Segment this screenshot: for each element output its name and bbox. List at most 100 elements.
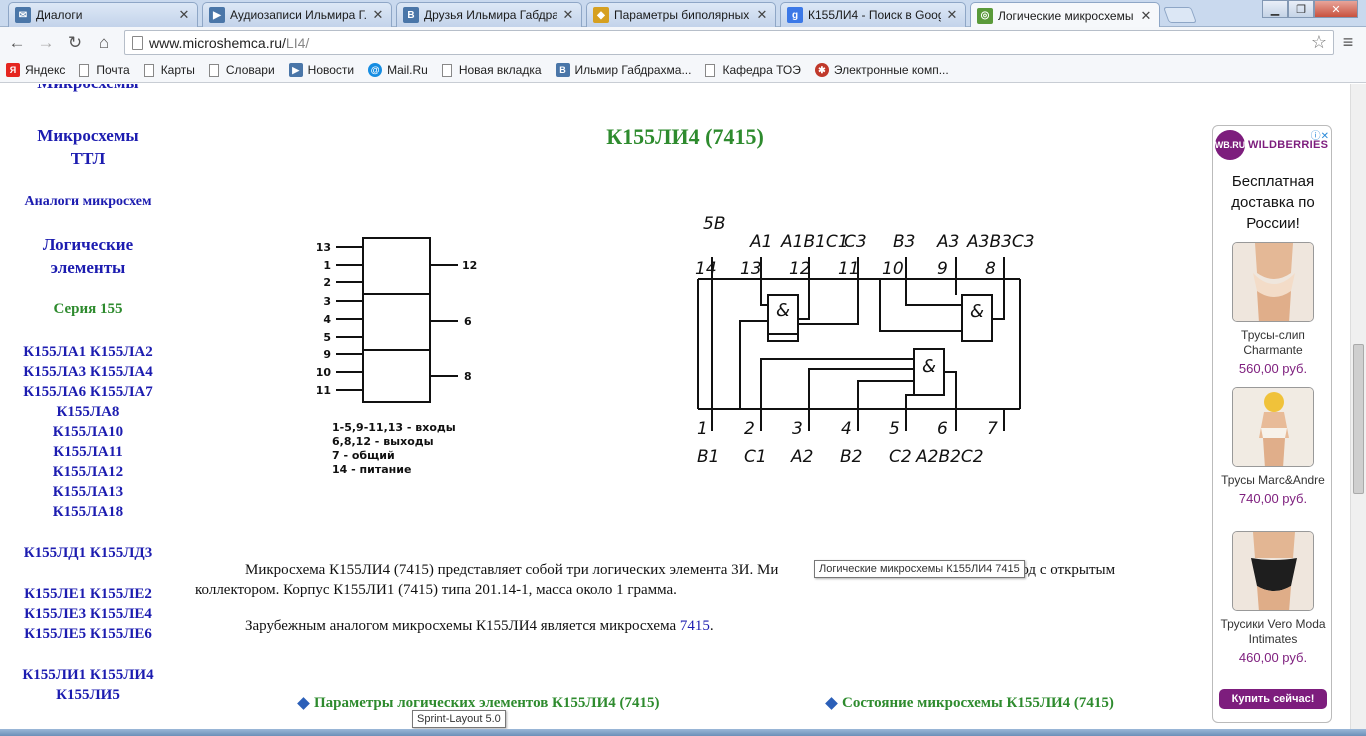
page-content: Микросхемы Микросхемы ТТЛ Аналоги микрос… [0,84,1350,736]
sidebar-link[interactable]: К155ЛЕ3 К155ЛЕ4 [24,606,152,622]
bookmark-mail[interactable]: Почта [79,63,130,77]
sidebar-heading-partial: Микросхемы [0,84,176,94]
vertical-scrollbar[interactable] [1350,84,1366,736]
google-icon: g [787,7,803,23]
params-link[interactable]: Параметры логических элементов К155ЛИ4 (… [297,695,660,712]
sidebar-link[interactable]: К155ЛА1 К155ЛА2 [23,344,153,360]
sidebar-link[interactable]: К155ЛА12 [52,464,124,480]
forward-button[interactable]: → [37,33,55,52]
legend-line: 14 - питание [332,463,411,476]
top-label: 5В [703,214,725,234]
tab-google[interactable]: g К155ЛИ4 - Поиск в Googl... ✕ [780,2,966,27]
sidebar-link[interactable]: К155ЛЕ5 К155ЛЕ6 [24,626,152,642]
new-tab-button[interactable] [1163,7,1197,23]
top-label: В3 [893,232,915,252]
ad-product[interactable]: Трусы-слип Charmante 560,00 руб. [1217,242,1329,376]
top-label: А3В3С3 [966,232,1035,252]
sidebar-link[interactable]: К155ЛА10 [52,424,124,440]
page-icon [143,63,154,77]
bookmark-news[interactable]: ▶Новости [288,63,354,77]
ad-banner[interactable]: WB.RU WILDBERRIES ⓘ✕ Бесплатная доставка… [1212,125,1332,723]
bottom-label: С1 [744,447,767,467]
tab-params[interactable]: ◆ Параметры биполярных ... ✕ [586,2,776,27]
sidebar-item-analogs[interactable]: Аналоги микросхем [24,194,152,209]
bullet-icon [825,697,838,710]
ad-info-icon[interactable]: ⓘ✕ [1310,131,1329,142]
sidebar-link[interactable]: К155ЛА18 [52,504,124,520]
address-bar[interactable]: www.microshemca.ru/ LI4/ ☆ [124,30,1334,55]
pin-number: 4 [841,419,852,439]
ad-brand-name: WILDBERRIES [1248,139,1329,151]
close-icon[interactable]: ✕ [178,7,190,22]
tab-audio[interactable]: ▶ Аудиозаписи Ильмира Г... ✕ [202,2,392,27]
bookmark-electronics[interactable]: ✱Электронные комп... [814,63,949,77]
state-link[interactable]: Состояние микросхемы К155ЛИ4 (7415) [825,695,1114,712]
tab-friends[interactable]: B Друзья Ильмира Габдра... ✕ [396,2,582,27]
analog-link[interactable]: 7415 [679,618,710,634]
ad-product[interactable]: Трусы Marc&Andre 740,00 руб. [1217,387,1329,506]
news-icon: ▶ [288,63,303,77]
close-icon[interactable]: ✕ [1140,7,1152,23]
sidebar-link[interactable]: К155ЛИ5 [56,687,120,703]
pin-number: 6 [937,419,948,439]
close-window-button[interactable]: ✕ [1314,0,1358,18]
sidebar-link[interactable]: К155ЛД1 К155ЛД3 [23,545,153,561]
legend-line: 7 - общий [332,449,395,462]
tab-current[interactable]: ◎ Логические микросхемы ... ✕ [970,2,1160,28]
bookmark-toe[interactable]: Кафедра ТОЭ [705,63,801,77]
close-icon[interactable]: ✕ [756,7,768,22]
pin-number: 10 [882,259,904,279]
buy-now-button[interactable]: Купить сейчас! [1219,689,1327,709]
sidebar-link[interactable]: К155ЛА11 [53,444,123,460]
close-icon[interactable]: ✕ [562,7,574,22]
url-path: LI4/ [285,34,310,51]
restore-button[interactable]: ❐ [1288,0,1314,18]
pin-label: 5 [323,331,331,344]
close-icon[interactable]: ✕ [946,7,958,22]
analog-paragraph: Зарубежным аналогом микросхемы К155ЛИ4 я… [245,618,714,634]
sidebar-item-ttl[interactable]: Микросхемы ТТЛ [37,126,139,168]
page-icon [132,35,143,50]
mailru-icon: @ [368,63,383,77]
page-title: К155ЛИ4 (7415) [606,124,764,149]
reload-button[interactable]: ↻ [67,33,83,52]
sidebar-le-list: К155ЛЕ1 К155ЛЕ2 К155ЛЕ3 К155ЛЕ4 К155ЛЕ5 … [0,584,176,644]
sidebar-link[interactable]: К155ЛИ1 К155ЛИ4 [22,667,154,683]
pin-number: 5 [889,419,900,439]
sidebar-link[interactable]: К155ЛА3 К155ЛА4 [23,364,153,380]
sidebar-link[interactable]: К155ЛА8 [56,404,120,420]
home-button[interactable]: ⌂ [98,33,110,52]
scrollbar-thumb[interactable] [1353,344,1364,494]
browser-toolbar: ← → ↻ ⌂ www.microshemca.ru/ LI4/ ☆ ≡ [0,27,1366,58]
tab-dialogs[interactable]: ✉ Диалоги ✕ [8,2,198,27]
bookmark-new-tab[interactable]: Новая вкладка [441,63,542,77]
bottom-label: В2 [840,447,862,467]
product-name: Трусы Marc&Andre [1221,473,1325,487]
sidebar-link[interactable]: К155ЛА13 [52,484,124,500]
menu-icon[interactable]: ≡ [1342,32,1354,52]
product-image [1232,531,1314,611]
sidebar-link[interactable]: К155ЛЕ1 К155ЛЕ2 [24,586,152,602]
minimize-button[interactable]: ▁ [1262,0,1288,18]
bookmark-star-icon[interactable]: ☆ [1310,32,1327,52]
back-button[interactable]: ← [8,33,26,52]
sidebar-la-list: К155ЛА1 К155ЛА2 К155ЛА3 К155ЛА4 К155ЛА6 … [0,342,176,522]
pin-number: 1 [697,419,708,439]
url-host: www.microshemca.ru/ [149,34,286,51]
bookmark-mailru[interactable]: @Mail.Ru [368,63,428,77]
bookmark-maps[interactable]: Карты [143,63,195,77]
close-icon[interactable]: ✕ [372,7,384,22]
chip-icon: ◆ [593,7,609,23]
sidebar-link[interactable]: К155ЛА6 К155ЛА7 [23,384,153,400]
pin-number: 14 [695,259,717,279]
sidebar-item-logic[interactable]: Логические элементы [42,235,134,277]
sidebar-series-heading: Серия 155 [53,301,123,317]
gate-symbol: & [922,356,936,377]
ad-product[interactable]: Трусики Vero Moda Intimates 460,00 руб. [1217,531,1329,665]
gate-box-3 [362,349,431,403]
pin-label: 6 [464,315,472,328]
bookmark-dictionaries[interactable]: Словари [208,63,275,77]
pin-number: 9 [937,259,948,279]
